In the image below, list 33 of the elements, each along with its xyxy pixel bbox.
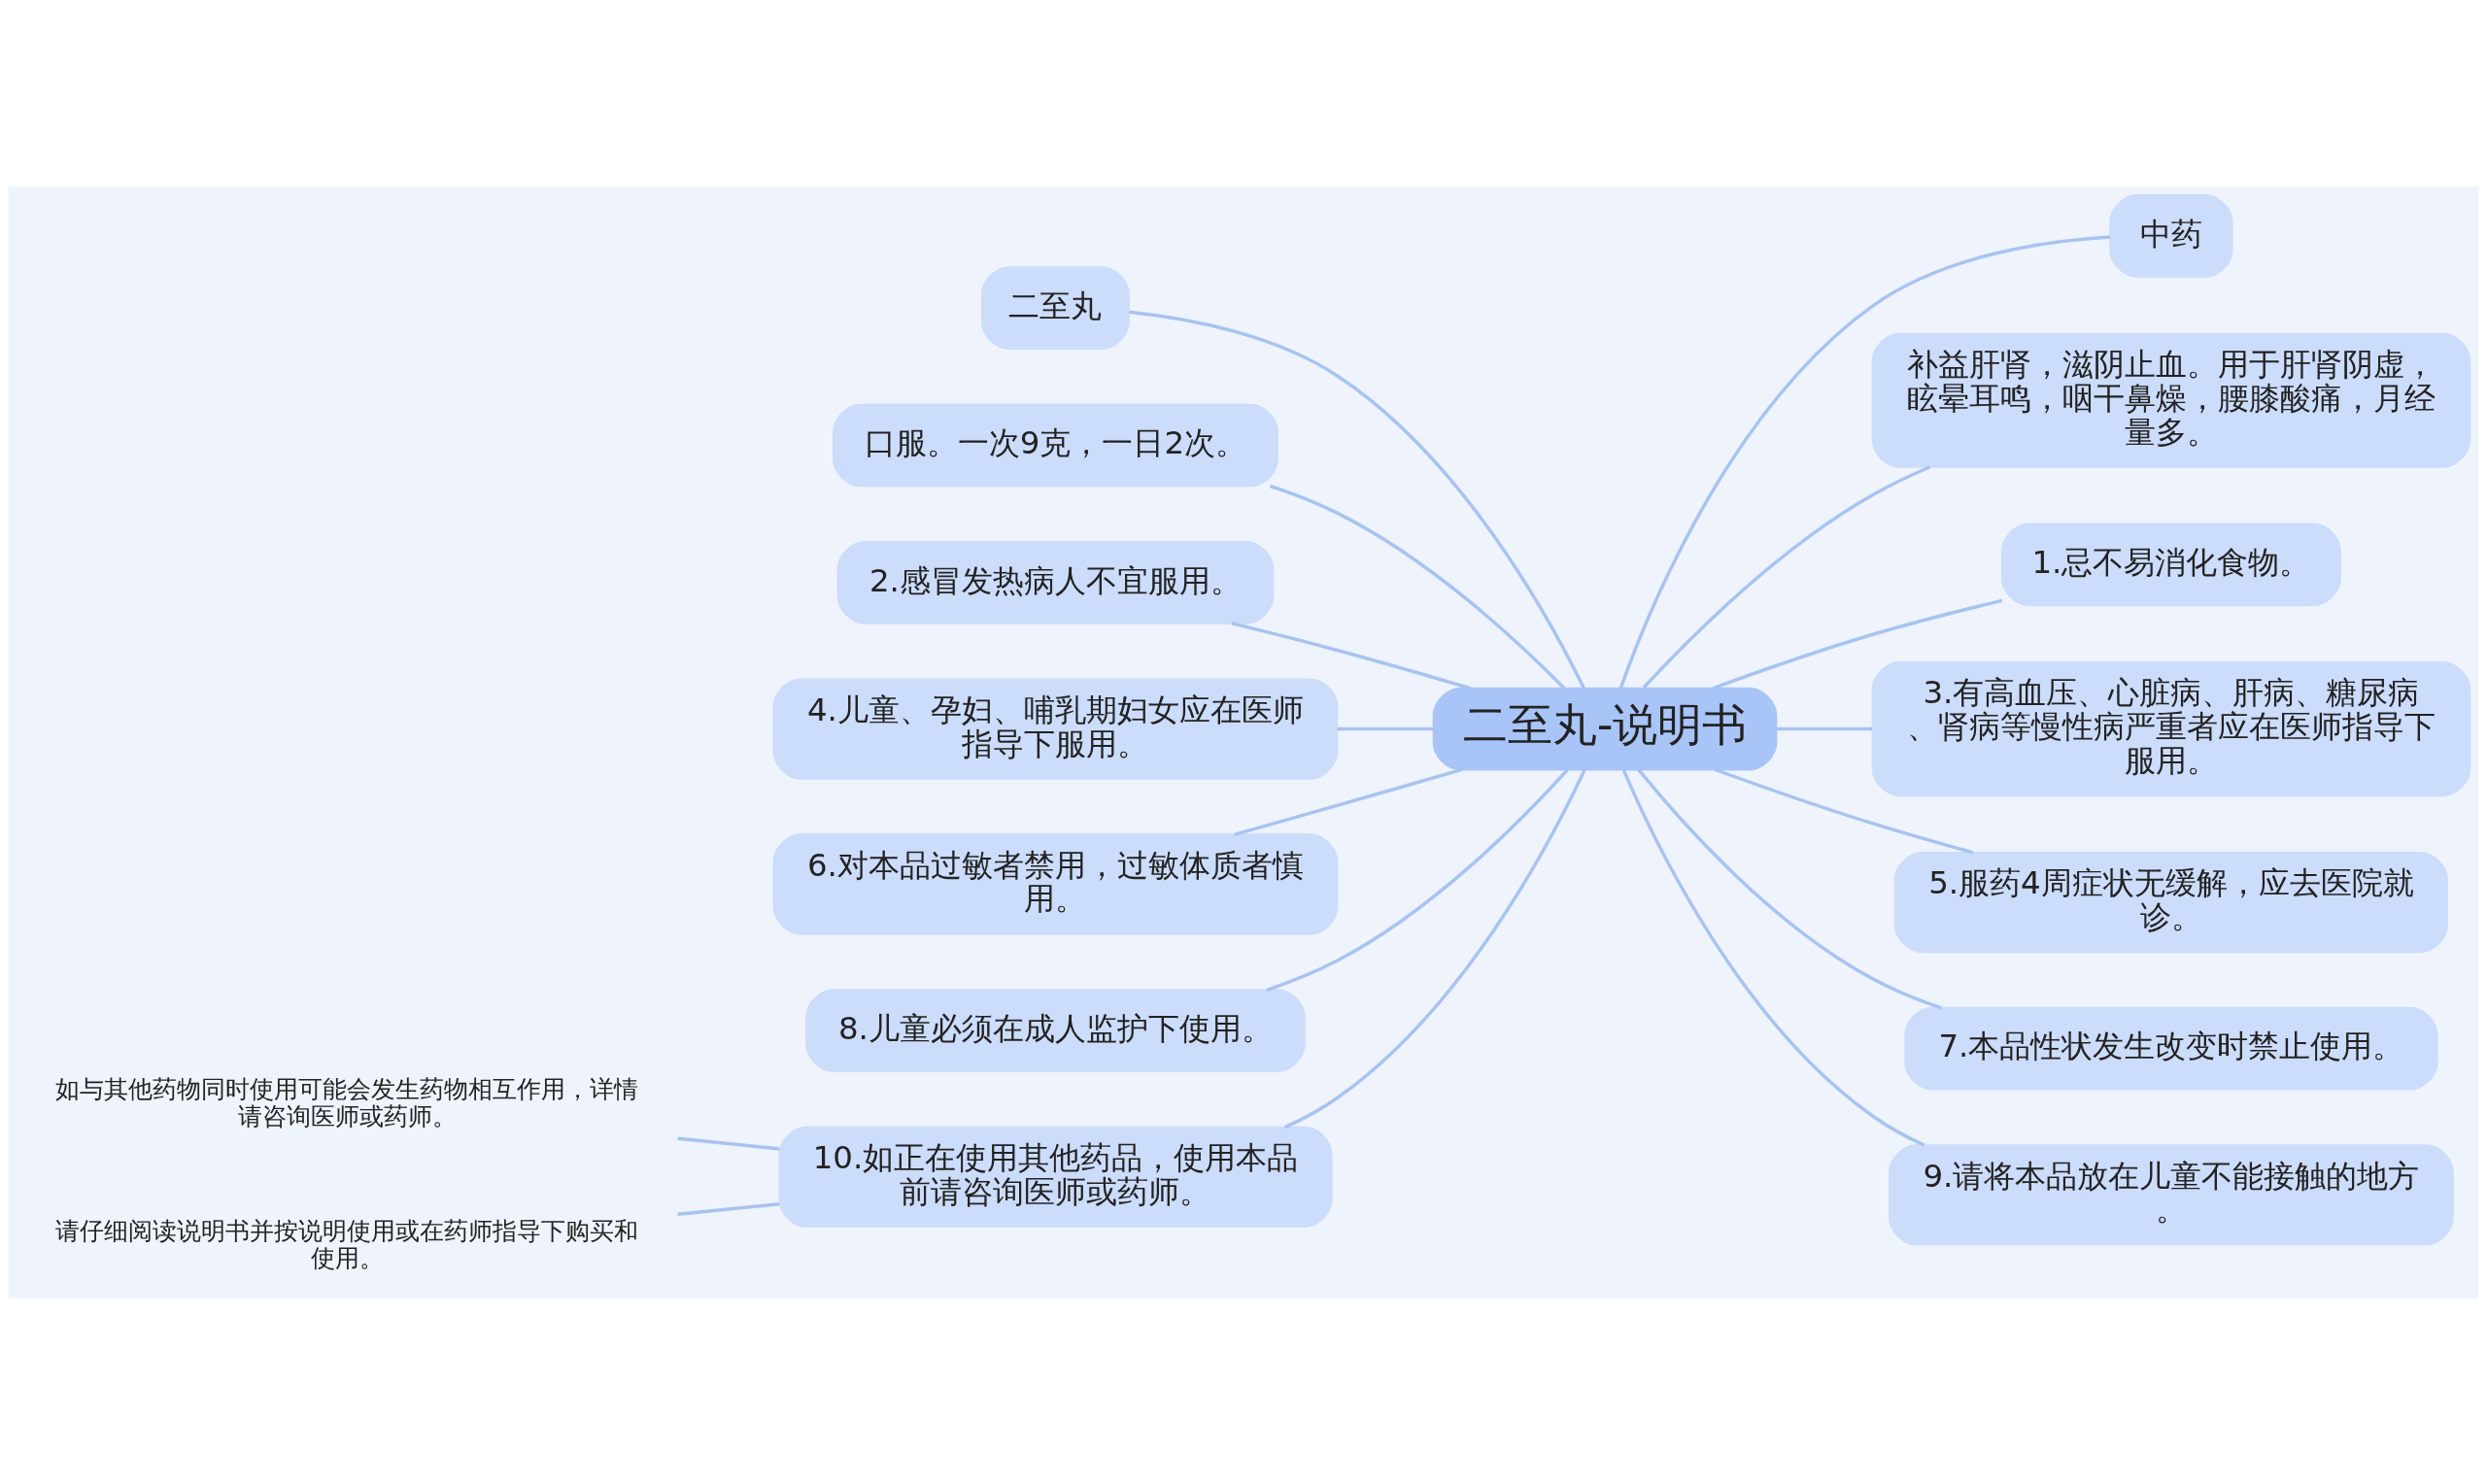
- node-box: 10.如正在使用其他药品，使用本品前请咨询医师或药师。: [778, 1126, 1333, 1228]
- node-box: 1.忌不易消化食物。: [2000, 523, 2341, 606]
- node-text: 如与其他药物同时使用可能会发生药物相互作用，详情请咨询医师或药师。: [55, 1073, 639, 1130]
- connector: [1776, 726, 1872, 730]
- connector: [1642, 464, 1931, 689]
- node-box: 2.感冒发热病人不宜服用。: [836, 540, 1275, 624]
- node-box: 8.儿童必须在成人监护下使用。: [805, 988, 1306, 1072]
- node-box: 4.儿童、孕妇、哺乳期妇女应在医师指导下服用。: [772, 677, 1339, 780]
- node-box: 3.有高血压、心脏病、肝病、糖尿病、肾病等慢性病严重者应在医师指导下服用。: [1871, 660, 2471, 796]
- connector: [1269, 484, 1566, 690]
- connector: [1128, 310, 1585, 690]
- node-box: 二至丸: [980, 265, 1130, 350]
- connector: [1637, 767, 1942, 1010]
- connector: [1234, 767, 1463, 836]
- node-box: 9.请将本品放在儿童不能接触的地方。: [1889, 1143, 2454, 1246]
- node-box: 口服。一次9克，一日2次。: [833, 403, 1278, 487]
- connector: [1337, 726, 1434, 730]
- connector: [1231, 621, 1472, 690]
- connector: [677, 1136, 780, 1151]
- node-box: 二至丸-说明书: [1432, 687, 1778, 770]
- node-box: 6.对本品过敏者禁用，过敏体质者慎用。: [772, 832, 1339, 935]
- connector: [1283, 768, 1586, 1129]
- connector: [1618, 234, 2111, 689]
- connector: [1266, 768, 1569, 992]
- node-box: 5.服药4周症状无缓解，应去医院就诊。: [1893, 851, 2449, 953]
- node-box: 中药: [2109, 193, 2233, 278]
- connector: [677, 1201, 780, 1216]
- node-box: 补益肝肾，滋阴止血。用于肝肾阴虚，眩晕耳鸣，咽干鼻燥，腰膝酸痛，月经量多。: [1871, 332, 2471, 468]
- node-box: 7.本品性状发生改变时禁止使用。: [1904, 1006, 2438, 1091]
- connector: [1712, 598, 2003, 690]
- connector: [1714, 767, 1974, 855]
- node-text: 请仔细阅读说明书并按说明使用或在药师指导下购买和使用。: [55, 1215, 639, 1272]
- connector: [1621, 768, 1925, 1147]
